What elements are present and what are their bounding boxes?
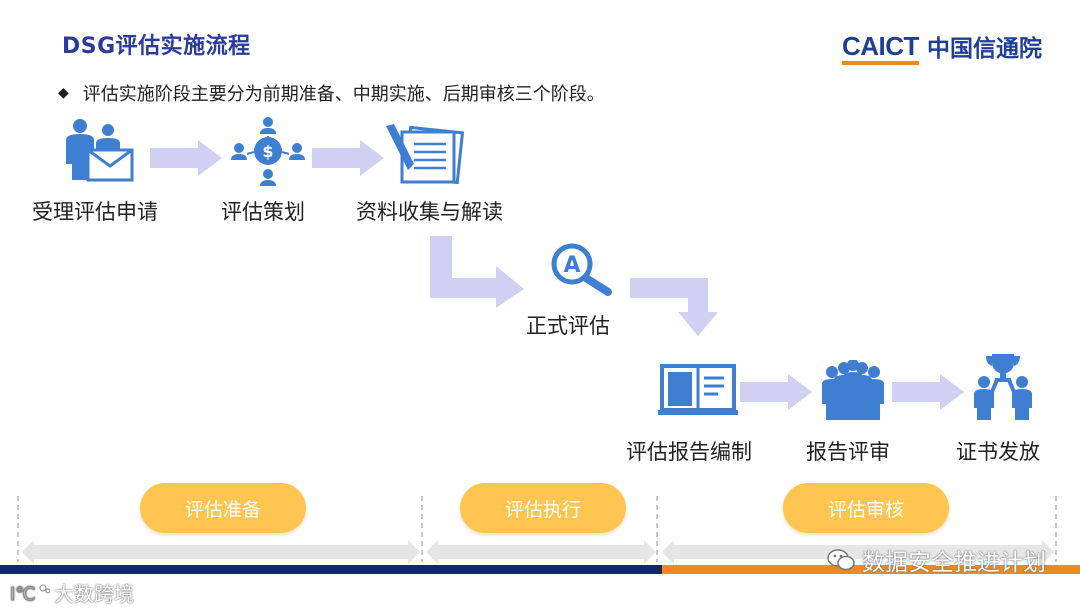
svg-text:$: $	[262, 142, 273, 161]
phase-range-bar-review	[662, 540, 1054, 564]
flow-arrow	[150, 140, 222, 176]
trophy-people-icon	[974, 354, 1032, 420]
svg-text:I℃: I℃	[10, 584, 36, 604]
phase-range-bar-prepare	[22, 540, 420, 564]
step-label-apply: 受理评估申请	[32, 200, 158, 224]
intro-bullet: ◆ 评估实施阶段主要分为前期准备、中期实施、后期审核三个阶段。	[58, 80, 605, 106]
step-label-certificate: 证书发放	[956, 440, 1040, 464]
business-group-icon	[822, 360, 884, 420]
flow-elbow-arrow	[430, 236, 524, 308]
logo-chinese: 中国信通院	[926, 36, 1042, 62]
flow-arrow	[312, 140, 384, 176]
svg-text:A: A	[563, 253, 580, 278]
wechat-icon	[827, 549, 855, 571]
phase-divider	[17, 496, 19, 562]
phase-pill-prepare: 评估准备	[140, 483, 306, 533]
magnifier-a-icon: A	[551, 243, 612, 296]
step-label-review: 报告评审	[806, 440, 890, 464]
money-network-icon: $	[231, 117, 305, 186]
step-label-formal: 正式评估	[526, 314, 610, 338]
flow-elbow-arrow	[630, 278, 718, 336]
phase-range-bar-execute	[426, 540, 656, 564]
caict-logo: CAICT 中国信通院	[842, 30, 1042, 65]
documents-pen-icon	[386, 124, 465, 184]
phase-divider	[421, 496, 423, 562]
step-label-planning: 评估策划	[221, 200, 305, 224]
page-title: DSG评估实施流程	[62, 34, 251, 59]
watermark-left-text: 大数跨境	[54, 582, 134, 606]
brand-logo-icon: I℃	[10, 583, 50, 604]
watermark-brand: I℃ 大数跨境	[10, 578, 134, 607]
watermark-wechat: 数据安全推进计划	[826, 543, 1046, 577]
step-label-report: 评估报告编制	[626, 440, 752, 464]
footer-stripe-orange	[662, 565, 1080, 574]
phase-pill-execute: 评估执行	[460, 483, 626, 533]
open-book-icon	[658, 364, 738, 415]
phase-divider	[1055, 496, 1057, 562]
phase-pill-review: 评估审核	[783, 483, 949, 533]
watermark-right-text: 数据安全推进计划	[862, 550, 1046, 576]
logo-english: CAICT	[842, 31, 919, 65]
people-envelope-icon	[66, 119, 134, 182]
diamond-bullet-icon: ◆	[58, 85, 69, 101]
flow-arrow	[892, 374, 964, 410]
phase-divider	[656, 496, 658, 562]
step-label-collect: 资料收集与解读	[356, 200, 503, 224]
intro-text: 评估实施阶段主要分为前期准备、中期实施、后期审核三个阶段。	[82, 84, 605, 105]
flow-arrow	[740, 374, 812, 410]
footer-stripe-navy	[0, 565, 1080, 574]
